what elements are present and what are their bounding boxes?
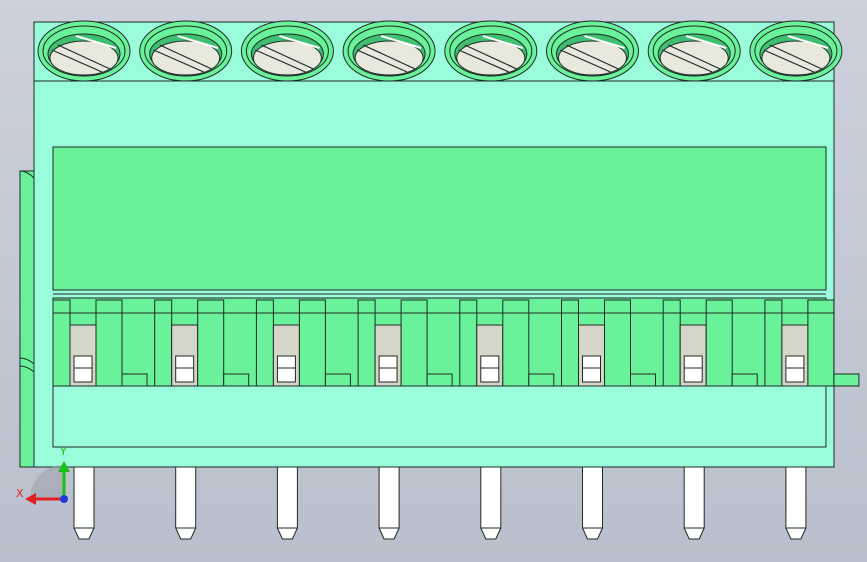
clamp-block <box>378 355 398 383</box>
pin-5 <box>480 466 502 540</box>
screw-7 <box>647 20 741 82</box>
screw-bore-ring <box>754 25 838 77</box>
screw-2 <box>139 20 233 82</box>
pin-8 <box>785 466 807 540</box>
pins-group <box>73 466 807 540</box>
terminal-7 <box>662 299 758 387</box>
screw-bore-ring <box>449 25 533 77</box>
screw-slot-edge-a <box>356 49 408 73</box>
screw-slot-edge-a <box>458 49 510 73</box>
screw-slot-edge-b <box>566 44 619 70</box>
z-axis-dot <box>60 495 68 503</box>
screw-highlight <box>787 35 829 49</box>
screw-slot-edge-b <box>769 44 823 70</box>
screw-highlight <box>685 35 727 49</box>
pin-4 <box>378 466 400 540</box>
screw-highlight <box>482 35 524 49</box>
terminal-post-right <box>604 299 631 387</box>
clamp-block <box>480 355 500 383</box>
clamp-block <box>683 355 703 383</box>
terminal-bridge <box>630 373 656 387</box>
pin-7 <box>683 466 705 540</box>
terminals-group <box>52 299 860 387</box>
pin-1 <box>73 466 95 540</box>
screw-6 <box>546 20 639 82</box>
clamp-block <box>582 355 601 383</box>
terminal-post-right <box>705 299 733 387</box>
screw-slot-edge-b <box>362 44 416 70</box>
screw-highlight <box>380 35 422 49</box>
screw-8 <box>749 20 843 82</box>
clamp-block <box>276 355 296 383</box>
terminal-1 <box>52 299 148 387</box>
terminal-post-right <box>197 299 225 387</box>
screw-highlight <box>177 35 218 49</box>
x-axis-arrow <box>25 493 36 505</box>
screw-slot-edge-b <box>464 44 518 70</box>
terminal-bridge <box>324 373 351 387</box>
screw-bore-ring <box>245 25 329 77</box>
pin-3 <box>276 466 298 540</box>
screw-bore-ring <box>551 25 634 77</box>
screw-3 <box>240 20 334 82</box>
screw-4 <box>342 20 436 82</box>
screw-slot-edge-b <box>667 44 721 70</box>
screw-highlight <box>75 35 117 49</box>
y-axis-label: Y <box>59 445 67 458</box>
terminal-bridge <box>833 373 860 387</box>
screw-slot-edge-a <box>560 49 611 73</box>
screw-slot-edge-a <box>255 49 306 73</box>
terminal-bridge <box>731 373 758 387</box>
screw-slot-edge-b <box>159 44 212 70</box>
screw-slot-edge-a <box>763 49 815 73</box>
lower-panel <box>52 385 827 448</box>
screw-bore-ring <box>42 25 126 77</box>
side-flange <box>19 170 35 468</box>
screw-5 <box>444 20 538 82</box>
terminal-bridge <box>223 373 250 387</box>
label-window <box>52 146 827 291</box>
terminal-2 <box>154 299 250 387</box>
screw-bore-ring <box>347 25 431 77</box>
screw-bore-ring <box>652 25 736 77</box>
screw-slot-edge-b <box>261 44 314 70</box>
screw-slot-edge-a <box>153 49 204 73</box>
terminal-bridge <box>426 373 453 387</box>
x-axis-label: X <box>16 487 24 500</box>
terminal-post-right <box>502 299 530 387</box>
clamp-block <box>73 355 93 383</box>
screw-slot-edge-a <box>51 49 103 73</box>
terminal-bridge <box>528 373 555 387</box>
screws-group <box>37 20 843 82</box>
screw-highlight <box>584 35 625 49</box>
screw-slot-edge-b <box>57 44 111 70</box>
clamp-block <box>175 355 195 383</box>
clamp-block <box>785 355 805 383</box>
terminal-8 <box>764 299 860 387</box>
y-axis-arrow <box>58 461 70 472</box>
terminal-post-right <box>807 299 835 387</box>
pin-6 <box>582 466 603 540</box>
terminal-post-right <box>95 299 123 387</box>
screw-bore-ring <box>144 25 228 77</box>
axis-triad: X Y <box>16 445 70 505</box>
screw-1 <box>37 20 131 82</box>
pin-2 <box>175 466 197 540</box>
screw-slot-edge-a <box>661 49 713 73</box>
terminal-bridge <box>121 373 148 387</box>
screw-highlight <box>279 35 320 49</box>
